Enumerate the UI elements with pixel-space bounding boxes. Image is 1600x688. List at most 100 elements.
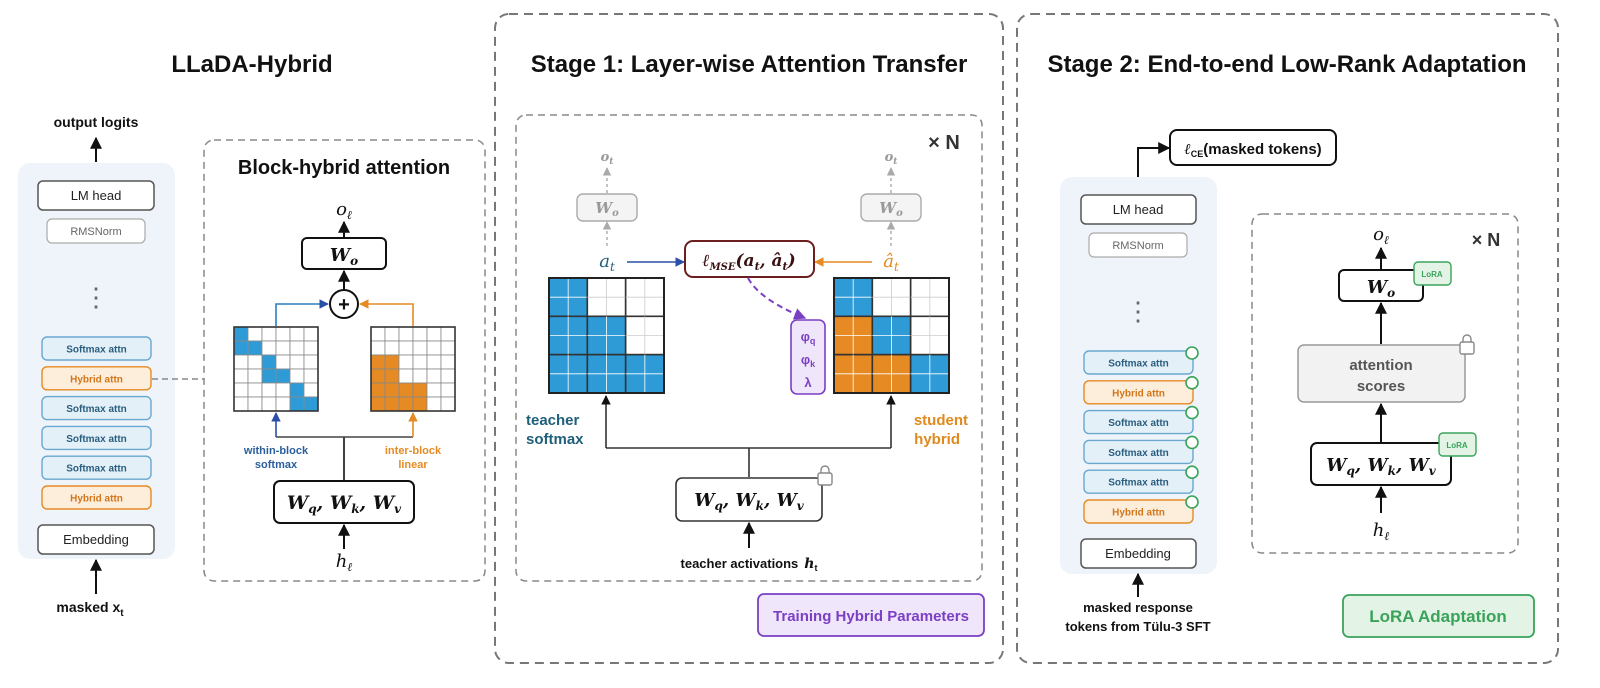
attention-scores-box <box>1297 344 1466 403</box>
matrix-cell <box>440 368 456 384</box>
param-lambda: λ <box>804 375 812 390</box>
matrix-cell <box>289 396 305 412</box>
matrix-cell <box>275 382 291 398</box>
matrix-cell <box>426 340 442 356</box>
s1-qkv-box <box>675 477 823 522</box>
matrix-cell <box>412 326 428 342</box>
matrix-cell <box>398 368 414 384</box>
s2-qkv-label: Wq, Wk, Wv <box>1326 455 1436 478</box>
teacher-wo-label: Wo <box>595 199 619 219</box>
sum-node <box>329 289 359 319</box>
matrix-cell <box>247 354 263 370</box>
softmax-label: softmax <box>255 459 298 471</box>
matrix-cell <box>233 368 249 384</box>
matrix-cell <box>398 396 414 412</box>
param-phi-q: φq <box>801 329 816 346</box>
matrix-cell <box>261 340 277 356</box>
qkv-lora-tag <box>1438 432 1477 457</box>
matrix-cell <box>370 326 386 342</box>
linear-label: linear <box>398 459 428 471</box>
s2-wo-label: Wo <box>1367 277 1395 300</box>
wo-lora-label: LoRA <box>1421 270 1443 279</box>
layer-label: Softmax attn <box>66 345 127 356</box>
p1-layer-3: Softmax attn <box>41 395 152 421</box>
qkv-box <box>273 480 415 524</box>
student-wo-box <box>860 193 922 222</box>
s2-output-o-label: oℓ <box>1373 224 1389 247</box>
lora-dot <box>1185 435 1199 450</box>
panel-stage2: Stage 2: End-to-end Low-Rank Adaptation … <box>1016 13 1559 664</box>
s2-lm-head-box <box>1080 194 1197 225</box>
p3-layer-2: Hybrid attn <box>1083 375 1199 405</box>
training-hybrid-parameters-badge <box>757 593 985 637</box>
layer-box <box>1083 469 1194 494</box>
matrix-cell <box>247 382 263 398</box>
s2-embedding-box <box>1080 538 1197 569</box>
student-wo-label: Wo <box>879 199 903 219</box>
stack-to-loss-arrow <box>1137 142 1171 178</box>
matrix-cell <box>275 354 291 370</box>
matrix-cell <box>440 326 456 342</box>
layer-box <box>41 455 152 480</box>
panel-llada-hybrid: LLaDA-Hybrid output logits LM head RMSNo… <box>18 51 486 619</box>
layer-box <box>41 366 152 391</box>
matrix-cell <box>233 382 249 398</box>
matrix-cell <box>247 396 263 412</box>
teacher-wo-box <box>576 193 638 222</box>
matrix-cell <box>384 382 400 398</box>
matrix-cell <box>370 340 386 356</box>
matrix-cell <box>440 354 456 370</box>
s2-lm-head-label: LM head <box>1113 202 1164 217</box>
p3-layer-5: Softmax attn <box>1083 465 1199 494</box>
teacher-softmax-label: softmax <box>526 431 584 448</box>
layer-box <box>1083 439 1194 465</box>
p1-layer-5: Softmax attn <box>41 455 152 480</box>
s1-qkv-label: Wq, Wk, Wv <box>694 490 804 513</box>
s2-rmsnorm-label: RMSNorm <box>1112 240 1163 252</box>
matrix-cell <box>412 368 428 384</box>
student-output-label: ot <box>885 150 899 167</box>
matrix-cell <box>275 368 291 384</box>
matrix-cell <box>289 382 305 398</box>
softmax-to-sum-arrow <box>275 299 329 326</box>
s2-input-label-2: tokens from Tülu-3 SFT <box>1065 619 1210 634</box>
s2-embedding-label: Embedding <box>1105 546 1171 561</box>
matrix-cell <box>440 396 456 412</box>
layer-box <box>41 485 152 510</box>
embedding-label: Embedding <box>63 532 129 547</box>
stage2-border <box>1016 13 1559 664</box>
layer-box <box>41 336 152 361</box>
stage1-layer-box <box>515 114 983 582</box>
matrix-cell <box>303 396 319 412</box>
rmsnorm-label: RMSNorm <box>70 226 121 238</box>
attention-scores-label-1: attention <box>1349 357 1412 374</box>
input-h-label: hℓ <box>336 551 353 574</box>
lm-head-label: LM head <box>71 188 122 203</box>
layer-box <box>1083 380 1194 405</box>
matrix-cell <box>440 382 456 398</box>
output-logits-label: output logits <box>54 114 139 130</box>
teacher-label: teacher <box>526 412 580 429</box>
mse-loss-box <box>684 240 815 278</box>
loss-to-params-arrow <box>747 277 807 320</box>
matrix-cell <box>426 326 442 342</box>
ce-loss-label: ℓCE(masked tokens) <box>1184 140 1321 159</box>
matrix-cell <box>412 354 428 370</box>
layer-box <box>41 395 152 421</box>
matrix-cell <box>412 382 428 398</box>
wo-lora-tag <box>1413 261 1452 286</box>
layer-label: Softmax attn <box>1108 418 1169 429</box>
matrix-cell <box>384 354 400 370</box>
teacher-attn-label: at <box>599 251 615 274</box>
p3-layer-3: Softmax attn <box>1083 405 1199 435</box>
stage1-repeat-n: × N <box>928 132 960 154</box>
matrix-cell <box>370 396 386 412</box>
matrix-border <box>548 277 665 394</box>
matrix-border <box>833 277 950 394</box>
layer-label: Softmax attn <box>66 464 127 475</box>
matrix-cell <box>275 326 291 342</box>
layer-box <box>41 425 152 451</box>
matrix-cell <box>303 340 319 356</box>
matrix-cell <box>426 396 442 412</box>
